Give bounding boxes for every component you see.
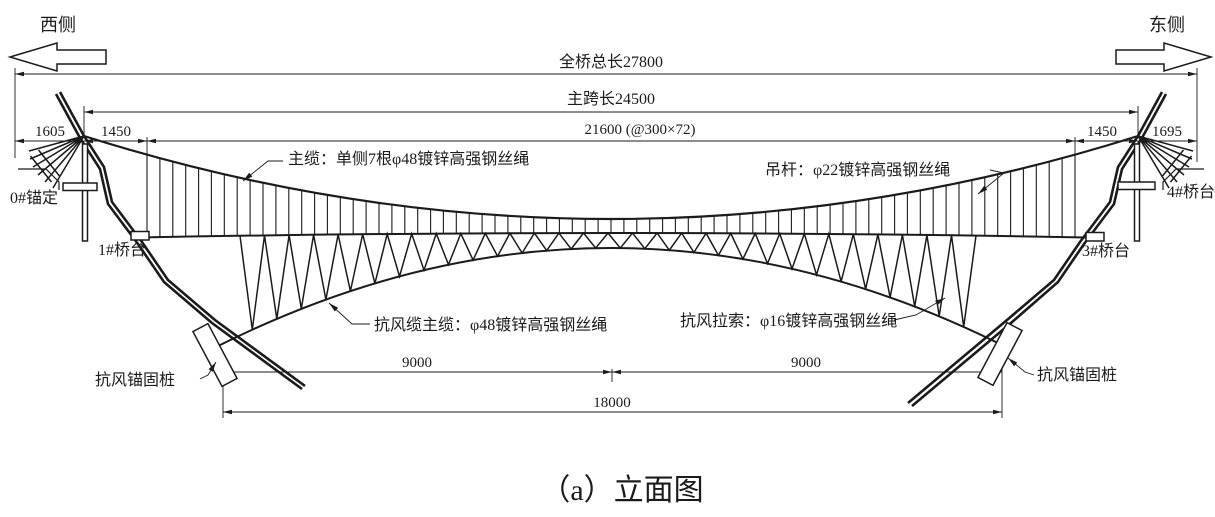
right-cap-beam bbox=[1117, 181, 1156, 191]
dim-wind-total: 18000 bbox=[593, 395, 631, 411]
dim-hanger-layout: 21600 (@300×72) bbox=[584, 122, 695, 138]
leader-arrowheads-group bbox=[208, 172, 1018, 372]
label-abutment-3: 3#桥台 bbox=[1082, 242, 1130, 260]
wind-resistance-system bbox=[213, 231, 1009, 349]
slope-lines bbox=[54, 91, 1168, 407]
callout-wind-main-cable: 抗风缆主缆：φ48镀锌高强钢丝绳 bbox=[374, 316, 607, 334]
callout-wind-anchor-pile-left: 抗风锚固桩 bbox=[95, 371, 175, 389]
label-abutment-1: 1#桥台 bbox=[98, 241, 146, 259]
direction-arrows bbox=[7, 41, 1214, 73]
dim-main-span: 主跨长24500 bbox=[567, 90, 655, 108]
left-anchor-plates bbox=[29, 149, 61, 183]
left-slope-line-inner bbox=[54, 93, 303, 391]
right-wind-anchor-pile bbox=[976, 321, 1024, 387]
main-cable-leader bbox=[242, 160, 283, 182]
callout-wind-anchor-pile-right: 抗风锚固桩 bbox=[1037, 366, 1117, 384]
abutment-3-bearing bbox=[1085, 231, 1105, 242]
leader-arrowheads bbox=[208, 172, 1018, 372]
hanger-leader bbox=[977, 169, 1006, 195]
dim-right-anchor-offset: 1695 bbox=[1152, 124, 1182, 140]
west-side-label: 西侧 bbox=[40, 15, 76, 35]
dim-left-tower-offset: 1450 bbox=[101, 124, 131, 140]
label-anchorage-0: 0#锚定 bbox=[10, 189, 58, 207]
right-anchor-plates bbox=[1161, 149, 1193, 183]
right-anchor-strands bbox=[1137, 135, 1194, 189]
hangers-group bbox=[146, 154, 1076, 238]
suspension-system bbox=[83, 134, 1139, 239]
substructure bbox=[18, 143, 1204, 388]
anchor-splays bbox=[28, 135, 1194, 189]
east-direction-arrow-icon bbox=[1115, 41, 1214, 73]
hanger-lines bbox=[146, 154, 1076, 238]
wind-cable-leader bbox=[328, 302, 370, 325]
dimension-lines bbox=[14, 68, 1198, 418]
callout-hanger: 吊杆：φ22镀锌高强钢丝绳 bbox=[765, 161, 950, 179]
label-abutment-4: 4#桥台 bbox=[1167, 183, 1215, 201]
callout-wind-stay: 抗风拉索：φ16镀锌高强钢丝绳 bbox=[680, 312, 897, 330]
right-anchorage-step bbox=[1162, 168, 1204, 190]
west-direction-arrow-icon bbox=[7, 41, 107, 73]
diagram-texts: 西侧 东侧 全桥总长27800 主跨长24500 21600 (@300×72)… bbox=[10, 15, 1215, 507]
left-anchorage-step bbox=[18, 168, 60, 190]
callout-main-cable: 主缆：单侧7根φ48镀锌高强钢丝绳 bbox=[288, 150, 529, 168]
deck-line bbox=[137, 232, 1087, 239]
dim-wind-right-half: 9000 bbox=[791, 355, 821, 371]
east-side-label: 东侧 bbox=[1149, 15, 1185, 35]
left-tower bbox=[81, 143, 89, 242]
right-slope-line-inner bbox=[911, 93, 1168, 407]
dim-total-length: 全桥总长27800 bbox=[559, 53, 663, 71]
wind-cable-line bbox=[213, 247, 1009, 349]
dim-extension-lines bbox=[14, 68, 1198, 418]
main-cable-line bbox=[83, 134, 1139, 221]
leader-lines bbox=[199, 160, 1035, 380]
left-slope-line-outer bbox=[58, 91, 306, 388]
right-slope-line-outer bbox=[907, 91, 1164, 404]
left-wind-anchor-pile bbox=[191, 322, 239, 388]
dim-right-tower-offset: 1450 bbox=[1087, 124, 1117, 140]
figure-caption: （a）立面图 bbox=[540, 474, 703, 507]
left-cap-beam bbox=[62, 182, 98, 192]
left-anchor-strands bbox=[28, 135, 85, 189]
dim-left-anchor-offset: 1605 bbox=[35, 124, 65, 140]
right-tower bbox=[1133, 143, 1141, 242]
dim-wind-left-half: 9000 bbox=[402, 355, 432, 371]
abutment-1-bearing bbox=[130, 230, 150, 241]
wind-stay-leader bbox=[893, 297, 946, 321]
